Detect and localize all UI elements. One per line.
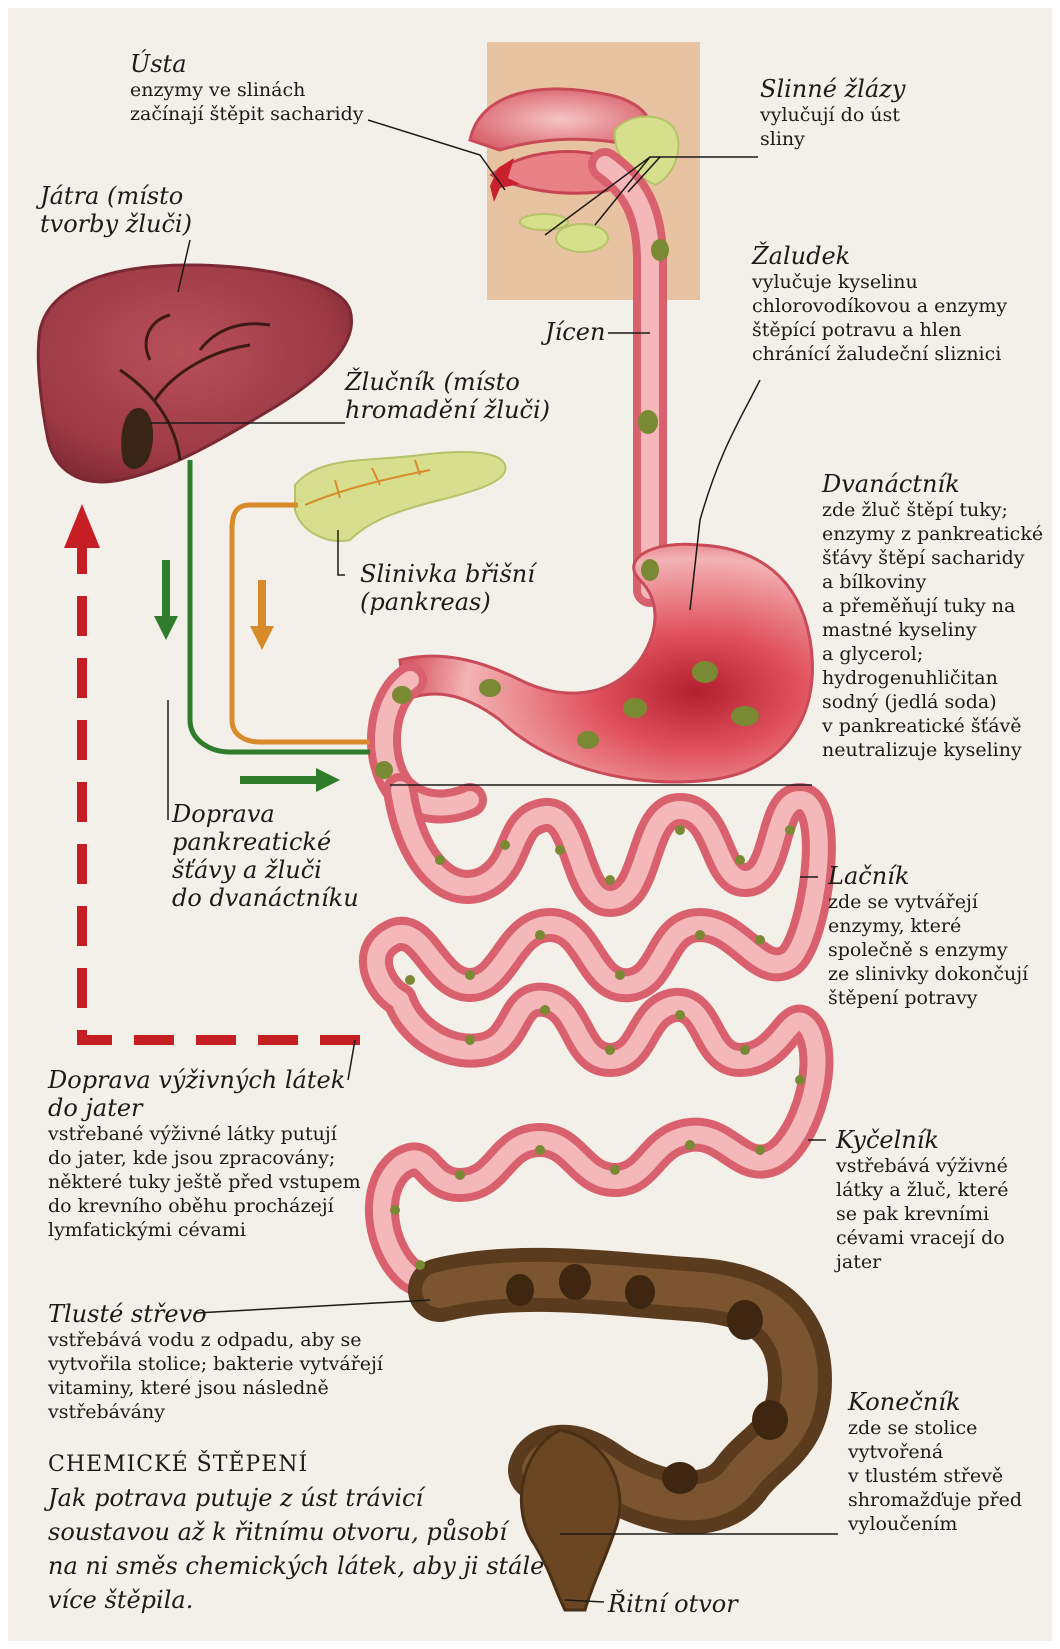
label-gallbladder-title: Žlučník (místo hromadění žluči) <box>345 368 550 424</box>
arrow-up-icon <box>64 504 100 564</box>
label-juice-transport-title: Doprava pankreatické šťávy a žluči do dv… <box>172 800 359 912</box>
label-large-intestine-title: Tlusté střevo <box>48 1300 383 1328</box>
label-salivary-glands: Slinné žlázy vylučují do úst sliny <box>760 75 905 151</box>
footer-heading: CHEMICKÉ ŠTĚPENÍ <box>48 1452 544 1477</box>
salivary-gland-sub <box>520 214 568 230</box>
label-duodenum-title: Dvanáctník <box>822 470 1043 498</box>
label-pancreas-title: Slinivka břišní (pankreas) <box>360 560 535 616</box>
label-anus-title: Řitní otvor <box>608 1590 738 1618</box>
label-rectum-text: zde se stolice vytvořená v tlustém střev… <box>848 1416 1022 1536</box>
label-liver: Játra (místo tvorby žluči) <box>40 182 192 238</box>
label-ileum-text: vstřebává výživné látky a žluč, které se… <box>836 1154 1008 1274</box>
footer-text: Jak potrava putuje z úst trávicí soustav… <box>48 1481 544 1617</box>
label-salivary-title: Slinné žlázy <box>760 75 905 103</box>
arrow-right-icon <box>240 768 340 792</box>
label-salivary-text: vylučují do úst sliny <box>760 103 905 151</box>
footer-caption: CHEMICKÉ ŠTĚPENÍ Jak potrava putuje z ús… <box>48 1452 544 1617</box>
arrow-down-icon <box>250 580 274 650</box>
liver <box>38 265 351 482</box>
label-juice-transport: Doprava pankreatické šťávy a žluči do dv… <box>172 800 359 912</box>
label-gallbladder: Žlučník (místo hromadění žluči) <box>345 368 550 424</box>
label-duodenum-text: zde žluč štěpí tuky; enzymy z pankreatic… <box>822 498 1043 762</box>
label-esophagus: Jícen <box>545 318 605 346</box>
label-ileum: Kyčelník vstřebává výživné látky a žluč,… <box>836 1126 1008 1274</box>
label-large-intestine-text: vstřebává vodu z odpadu, aby se vytvořil… <box>48 1328 383 1424</box>
label-anus: Řitní otvor <box>608 1590 738 1618</box>
label-rectum: Konečník zde se stolice vytvořená v tlus… <box>848 1388 1022 1536</box>
label-stomach-text: vylučuje kyselinu chlorovodíkovou a enzy… <box>752 270 1007 366</box>
label-jejunum: Lačník zde se vytvářejí enzymy, které sp… <box>828 862 1028 1010</box>
label-nutrient-transport-title: Doprava výživných látek do jater <box>48 1066 361 1122</box>
label-mouth: Ústa enzymy ve slinách začínají štěpit s… <box>130 50 364 126</box>
label-large-intestine: Tlusté střevo vstřebává vodu z odpadu, a… <box>48 1300 383 1424</box>
label-mouth-text: enzymy ve slinách začínají štěpit sachar… <box>130 78 364 126</box>
label-mouth-title: Ústa <box>130 50 364 78</box>
label-rectum-title: Konečník <box>848 1388 1022 1416</box>
label-nutrient-transport-text: vstřebané výživné látky putují do jater,… <box>48 1122 361 1242</box>
label-nutrient-transport: Doprava výživných látek do jater vstřeba… <box>48 1066 361 1242</box>
label-pancreas: Slinivka břišní (pankreas) <box>360 560 535 616</box>
arrow-down-icon <box>154 560 178 640</box>
label-duodenum: Dvanáctník zde žluč štěpí tuky; enzymy z… <box>822 470 1043 762</box>
label-stomach-title: Žaludek <box>752 242 1007 270</box>
label-liver-title: Játra (místo tvorby žluči) <box>40 182 192 238</box>
salivary-gland-low <box>556 224 608 252</box>
label-esophagus-title: Jícen <box>545 318 605 346</box>
label-ileum-title: Kyčelník <box>836 1126 1008 1154</box>
label-jejunum-title: Lačník <box>828 862 1028 890</box>
label-stomach: Žaludek vylučuje kyselinu chlorovodíkovo… <box>752 242 1007 366</box>
label-jejunum-text: zde se vytvářejí enzymy, které společně … <box>828 890 1028 1010</box>
